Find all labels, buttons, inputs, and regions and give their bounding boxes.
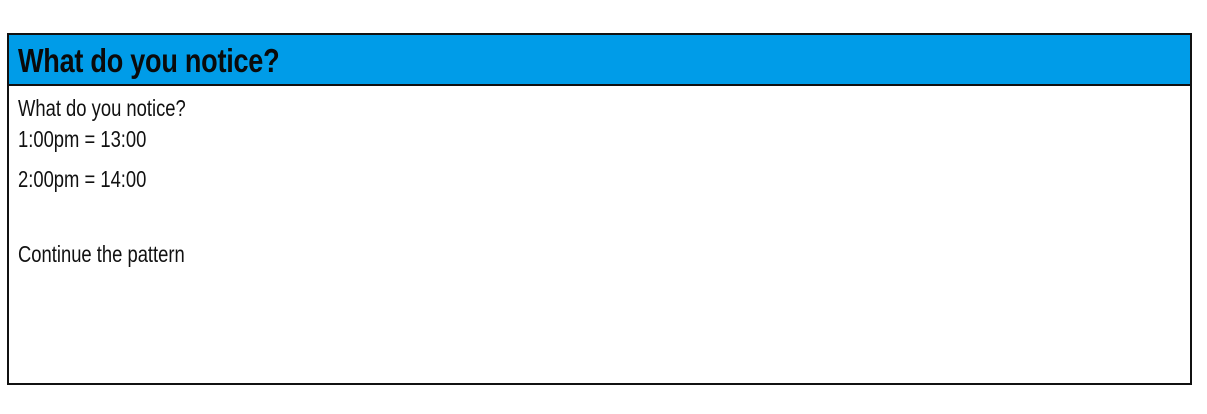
body-line: 2:00pm = 14:00 bbox=[18, 166, 147, 192]
continue-prompt: Continue the pattern bbox=[18, 241, 185, 267]
body-line: What do you notice? bbox=[18, 95, 186, 121]
panel-title: What do you notice? bbox=[18, 42, 280, 79]
notice-panel: What do you notice? What do you notice? … bbox=[7, 33, 1192, 385]
panel-header: What do you notice? bbox=[9, 35, 1190, 86]
body-line: 1:00pm = 13:00 bbox=[18, 126, 147, 152]
